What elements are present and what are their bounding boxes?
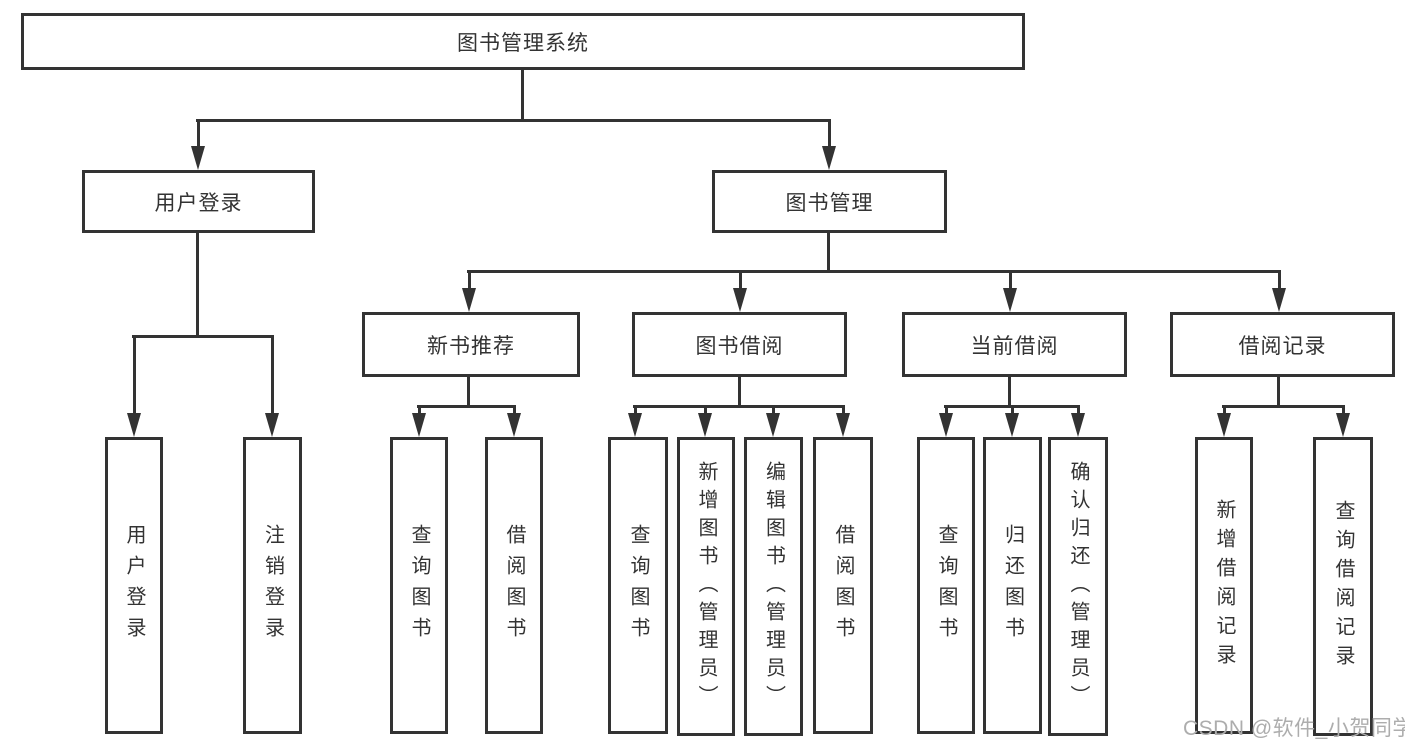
arrow-down-icon — [127, 335, 141, 437]
arrow-down-icon — [1217, 405, 1231, 437]
node-label: 图书借阅 — [695, 334, 784, 358]
connector-vline — [521, 67, 524, 121]
arrow-down-icon — [628, 405, 642, 437]
connector-vline — [467, 377, 470, 408]
arrow-down-icon — [822, 119, 836, 170]
leaf-borrow-books-borrowing: 借阅图书 — [813, 437, 873, 734]
node-label: 图书管理系统 — [457, 31, 589, 55]
arrow-down-icon — [1005, 405, 1019, 437]
connector-hline — [132, 335, 274, 338]
connector-hline — [633, 405, 845, 408]
connector-hline — [1222, 405, 1345, 408]
leaf-return-books: 归还图书 — [983, 437, 1042, 734]
leaf-label: 查询图书 — [935, 523, 957, 648]
leaf-add-book-admin: 新增图书（管理员） — [677, 437, 735, 736]
node-label: 借阅记录 — [1238, 334, 1327, 358]
arrow-down-icon — [1336, 405, 1350, 437]
leaf-borrow-books-recommend: 借阅图书 — [485, 437, 543, 734]
leaf-query-books-current: 查询图书 — [917, 437, 975, 734]
leaf-query-borrow-record: 查询借阅记录 — [1313, 437, 1373, 736]
leaf-label: 查询借阅记录 — [1332, 499, 1354, 674]
arrow-down-icon — [698, 405, 712, 437]
node-label: 新书推荐 — [427, 334, 515, 358]
arrow-down-icon — [733, 270, 747, 312]
leaf-label: 归还图书 — [1001, 523, 1024, 648]
connector-vline — [738, 377, 741, 408]
leaf-edit-book-admin: 编辑图书（管理员） — [744, 437, 803, 736]
leaf-query-books-borrowing: 查询图书 — [608, 437, 668, 734]
arrow-down-icon — [1272, 270, 1286, 312]
node-user-login: 用户登录 — [82, 170, 315, 233]
arrow-down-icon — [1003, 270, 1017, 312]
connector-vline — [1277, 377, 1280, 408]
leaf-query-books-recommend: 查询图书 — [390, 437, 448, 734]
node-label: 当前借阅 — [970, 334, 1059, 358]
node-new-book-recommend: 新书推荐 — [362, 312, 580, 377]
connector-hline — [196, 119, 831, 122]
arrow-down-icon — [507, 405, 521, 437]
connector-vline — [827, 233, 830, 273]
leaf-user-login: 用户登录 — [105, 437, 163, 734]
leaf-label: 新增图书（管理员） — [695, 460, 717, 713]
node-label: 用户登录 — [154, 191, 243, 215]
arrow-down-icon — [939, 405, 953, 437]
arrow-down-icon — [462, 270, 476, 312]
connector-vline — [196, 233, 199, 338]
leaf-label: 确认归还（管理员） — [1067, 460, 1089, 713]
leaf-label: 查询图书 — [408, 523, 430, 648]
node-library-management-system: 图书管理系统 — [21, 13, 1025, 70]
leaf-label: 查询图书 — [627, 523, 649, 648]
arrow-down-icon — [412, 405, 426, 437]
leaf-logout: 注销登录 — [243, 437, 302, 734]
connector-hline — [467, 270, 1281, 273]
arrow-down-icon — [766, 405, 780, 437]
arrow-down-icon — [1071, 405, 1085, 437]
leaf-add-borrow-record: 新增借阅记录 — [1195, 437, 1253, 734]
leaf-label: 借阅图书 — [832, 523, 854, 648]
node-book-borrowing: 图书借阅 — [632, 312, 847, 377]
node-book-management: 图书管理 — [712, 170, 947, 233]
arrow-down-icon — [265, 335, 279, 437]
leaf-label: 借阅图书 — [503, 523, 525, 648]
watermark: CSDN @软件_小贺同学 — [1183, 717, 1405, 740]
connector-hline — [417, 405, 516, 408]
node-borrow-records: 借阅记录 — [1170, 312, 1395, 377]
node-label: 图书管理 — [785, 191, 874, 215]
leaf-label: 新增借阅记录 — [1213, 498, 1235, 673]
leaf-label: 注销登录 — [261, 523, 284, 648]
leaf-label: 编辑图书（管理员） — [762, 460, 785, 713]
arrow-down-icon — [191, 119, 205, 170]
node-current-borrowing: 当前借阅 — [902, 312, 1127, 377]
connector-vline — [1008, 377, 1011, 408]
arrow-down-icon — [836, 405, 850, 437]
leaf-label: 用户登录 — [123, 523, 145, 648]
leaf-confirm-return-admin: 确认归还（管理员） — [1048, 437, 1108, 736]
